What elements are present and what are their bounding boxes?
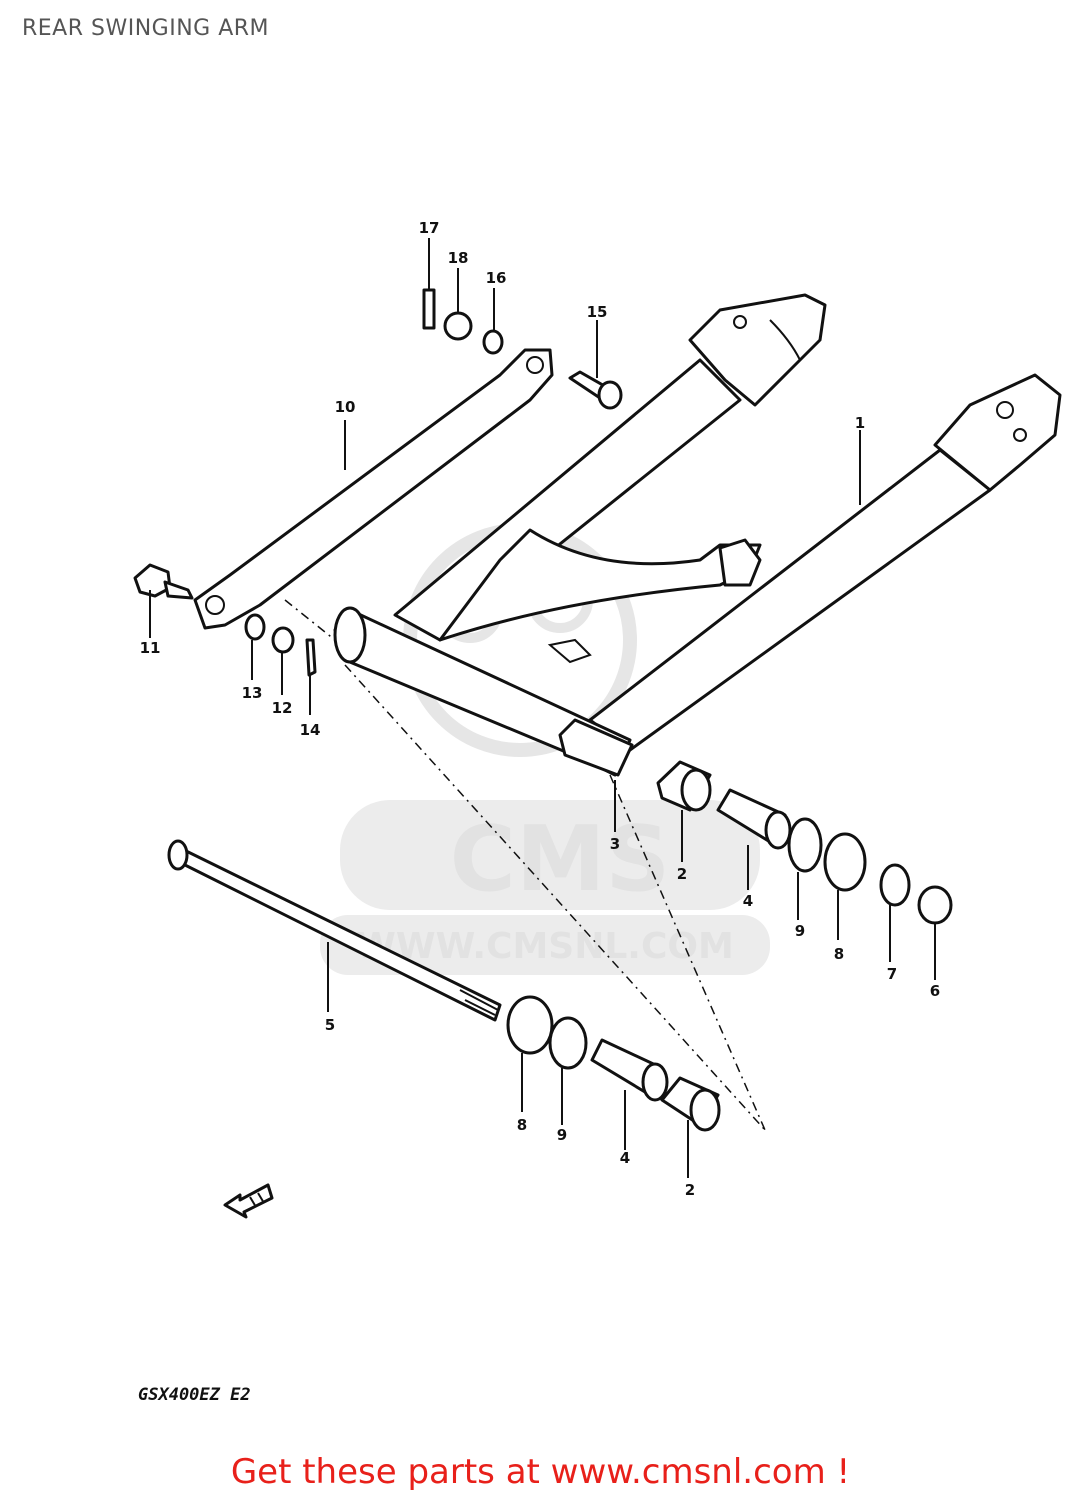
label-4-right: 4 [743, 892, 753, 910]
part-1-swing-arm [333, 293, 1062, 777]
part-labels: 1 10 11 13 12 14 17 18 16 15 3 2 4 9 8 7… [140, 219, 941, 1199]
part-2-bearing-right [656, 760, 712, 812]
part-17-bolt [422, 288, 436, 330]
part-4-spacer-left [590, 1038, 669, 1102]
part-16-washer [482, 329, 504, 355]
part-9-washer-right [787, 817, 823, 873]
label-17: 17 [419, 219, 440, 237]
label-10: 10 [335, 398, 356, 416]
label-13: 13 [242, 684, 263, 702]
label-14: 14 [300, 721, 321, 739]
part-13-nut [244, 613, 266, 641]
part-6-nut [917, 885, 953, 925]
part-14-cotter-pin [305, 638, 317, 677]
part-4-spacer-right [716, 788, 792, 850]
leader-lines [149, 238, 936, 1178]
label-11: 11 [140, 639, 161, 657]
get-parts-link[interactable]: Get these parts at www.cmsnl.com ! [230, 1452, 851, 1492]
label-2-left: 2 [685, 1181, 695, 1199]
label-5: 5 [325, 1016, 335, 1034]
model-code: GSX400EZ E2 [138, 1385, 251, 1405]
part-8-seal-right [823, 832, 867, 892]
page-title: REAR SWINGING ARM [22, 16, 270, 41]
label-6: 6 [930, 982, 940, 1000]
part-2-bearing-left [660, 1076, 721, 1132]
watermark-url-text: WWW.CMSNL.COM [356, 926, 734, 967]
label-1: 1 [855, 414, 865, 432]
label-9-left: 9 [557, 1126, 567, 1144]
label-4-left: 4 [620, 1149, 630, 1167]
part-12-washer [271, 626, 295, 654]
label-8-right: 8 [834, 945, 844, 963]
label-3: 3 [610, 835, 620, 853]
part-9-washer-left [548, 1016, 588, 1070]
watermark-logo-text: CMS [450, 807, 670, 912]
label-2-right: 2 [677, 865, 687, 883]
part-11-bolt [133, 563, 194, 600]
label-12: 12 [272, 699, 293, 717]
front-arrow-icon [223, 1183, 274, 1219]
part-7-washer [879, 863, 911, 907]
label-9-right: 9 [795, 922, 805, 940]
label-15: 15 [587, 303, 608, 321]
label-7: 7 [887, 965, 897, 983]
part-5-pivot-shaft [167, 839, 502, 1022]
part-8-seal-left [506, 995, 554, 1055]
label-8-left: 8 [517, 1116, 527, 1134]
label-16: 16 [486, 269, 507, 287]
label-18: 18 [448, 249, 469, 267]
assembly-guide-lines [284, 599, 766, 1131]
part-10-torque-link [193, 348, 554, 630]
part-18-nut [443, 311, 473, 341]
part-15-bolt [568, 370, 623, 410]
